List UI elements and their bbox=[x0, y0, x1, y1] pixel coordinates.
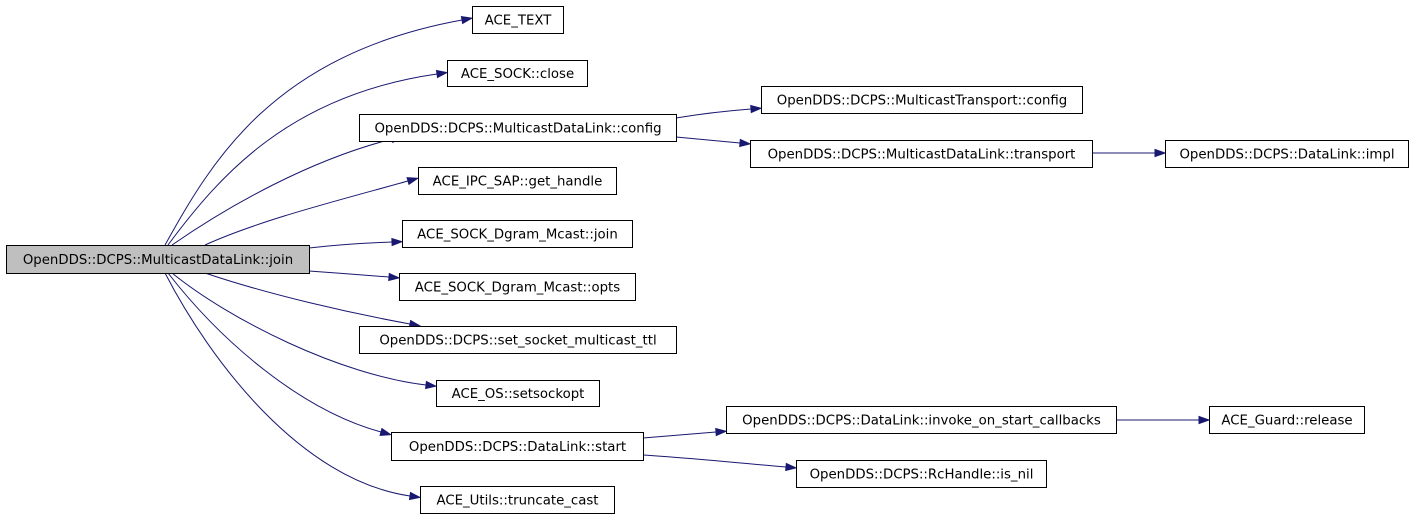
arrowhead-dl_start-to-is_nil bbox=[785, 462, 798, 472]
arrowhead-mdl_config-to-mt_config bbox=[750, 104, 763, 114]
edge-join-to-dl_start bbox=[167, 272, 382, 433]
node-truncate_cast[interactable]: ACE_Utils::truncate_cast bbox=[420, 486, 615, 514]
node-box-sock_close[interactable] bbox=[447, 60, 588, 87]
nodes-layer: OpenDDS::DCPS::MulticastDataLink::joinAC… bbox=[6, 6, 1409, 514]
node-invoke_cb[interactable]: OpenDDS::DCPS::DataLink::invoke_on_start… bbox=[726, 406, 1117, 434]
node-label-get_handle: ACE_IPC_SAP::get_handle bbox=[433, 175, 603, 190]
arrowhead-join-to-ace_text bbox=[460, 15, 474, 25]
edge-join-to-truncate_cast bbox=[164, 272, 411, 497]
edge-dl_start-to-is_nil bbox=[642, 454, 787, 468]
edge-join-to-get_handle bbox=[204, 180, 409, 246]
edge-mdl_config-to-mdl_transport bbox=[675, 136, 741, 144]
node-set_ttl[interactable]: OpenDDS::DCPS::set_socket_multicast_ttl bbox=[359, 326, 677, 354]
node-label-setsockopt: ACE_OS::setsockopt bbox=[452, 387, 585, 402]
arrowhead-join-to-mcast_join bbox=[391, 237, 404, 247]
edge-dl_start-to-invoke_cb bbox=[642, 431, 717, 439]
node-label-mdl_transport: OpenDDS::DCPS::MulticastDataLink::transp… bbox=[768, 148, 1076, 163]
node-box-dl_impl[interactable] bbox=[1165, 140, 1409, 168]
edge-join-to-mcast_opts bbox=[308, 270, 390, 278]
edge-mdl_config-to-mt_config bbox=[675, 108, 752, 119]
node-label-mt_config: OpenDDS::DCPS::MulticastTransport::confi… bbox=[777, 94, 1067, 109]
edge-join-to-ace_text bbox=[164, 19, 463, 246]
node-box-get_handle[interactable] bbox=[418, 167, 617, 195]
node-box-ace_text[interactable] bbox=[472, 6, 564, 34]
arrowhead-join-to-mcast_opts bbox=[388, 272, 401, 282]
node-box-mt_config[interactable] bbox=[761, 86, 1083, 114]
node-label-is_nil: OpenDDS::DCPS::RcHandle::is_nil bbox=[810, 468, 1034, 483]
node-mcast_opts[interactable]: ACE_SOCK_Dgram_Mcast::opts bbox=[399, 273, 636, 301]
node-label-sock_close: ACE_SOCK::close bbox=[461, 67, 574, 82]
arrowhead-join-to-sock_close bbox=[435, 69, 449, 79]
node-label-dl_impl: OpenDDS::DCPS::DataLink::impl bbox=[1179, 148, 1394, 163]
arrowhead-join-to-get_handle bbox=[406, 177, 420, 186]
arrowhead-dl_start-to-invoke_cb bbox=[715, 427, 728, 437]
node-mcast_join[interactable]: ACE_SOCK_Dgram_Mcast::join bbox=[402, 220, 633, 248]
node-box-setsockopt[interactable] bbox=[436, 380, 600, 407]
node-label-join: OpenDDS::DCPS::MulticastDataLink::join bbox=[23, 253, 293, 268]
node-label-ace_text: ACE_TEXT bbox=[485, 14, 553, 29]
node-guard_release[interactable]: ACE_Guard::release bbox=[1209, 406, 1365, 434]
node-label-mdl_config: OpenDDS::DCPS::MulticastDataLink::config bbox=[374, 122, 661, 137]
node-label-invoke_cb: OpenDDS::DCPS::DataLink::invoke_on_start… bbox=[742, 414, 1101, 429]
node-box-mdl_transport[interactable] bbox=[750, 140, 1093, 168]
node-mt_config[interactable]: OpenDDS::DCPS::MulticastTransport::confi… bbox=[761, 86, 1083, 114]
node-label-mcast_opts: ACE_SOCK_Dgram_Mcast::opts bbox=[415, 281, 620, 296]
node-mdl_config[interactable]: OpenDDS::DCPS::MulticastDataLink::config bbox=[359, 114, 677, 142]
node-box-set_ttl[interactable] bbox=[359, 326, 677, 354]
edges-layer bbox=[164, 15, 1211, 501]
node-label-truncate_cast: ACE_Utils::truncate_cast bbox=[436, 494, 598, 509]
node-mdl_transport[interactable]: OpenDDS::DCPS::MulticastDataLink::transp… bbox=[750, 140, 1093, 168]
node-box-mcast_opts[interactable] bbox=[399, 273, 636, 301]
arrowhead-mdl_config-to-mdl_transport bbox=[739, 138, 752, 148]
node-label-guard_release: ACE_Guard::release bbox=[1221, 414, 1352, 429]
node-label-set_ttl: OpenDDS::DCPS::set_socket_multicast_ttl bbox=[379, 334, 656, 349]
edge-join-to-set_ttl bbox=[204, 272, 411, 325]
node-box-dl_start[interactable] bbox=[391, 432, 644, 461]
node-box-is_nil[interactable] bbox=[796, 460, 1047, 488]
node-box-join[interactable] bbox=[6, 245, 310, 274]
node-ace_text[interactable]: ACE_TEXT bbox=[472, 6, 564, 34]
node-box-mcast_join[interactable] bbox=[402, 220, 633, 248]
edge-join-to-setsockopt bbox=[171, 272, 427, 386]
edge-join-to-mdl_config bbox=[171, 138, 393, 246]
node-label-mcast_join: ACE_SOCK_Dgram_Mcast::join bbox=[417, 228, 618, 243]
node-box-mdl_config[interactable] bbox=[359, 114, 677, 142]
arrowhead-invoke_cb-to-guard_release bbox=[1198, 415, 1211, 425]
edge-join-to-sock_close bbox=[167, 73, 438, 246]
node-box-invoke_cb[interactable] bbox=[726, 406, 1117, 434]
node-dl_impl[interactable]: OpenDDS::DCPS::DataLink::impl bbox=[1165, 140, 1409, 168]
arrowhead-join-to-truncate_cast bbox=[408, 491, 422, 501]
arrowhead-join-to-setsockopt bbox=[425, 380, 438, 390]
node-get_handle[interactable]: ACE_IPC_SAP::get_handle bbox=[418, 167, 617, 195]
node-box-guard_release[interactable] bbox=[1209, 406, 1365, 434]
edge-join-to-mcast_join bbox=[308, 241, 393, 249]
node-setsockopt[interactable]: ACE_OS::setsockopt bbox=[436, 380, 600, 407]
node-join[interactable]: OpenDDS::DCPS::MulticastDataLink::join bbox=[6, 245, 310, 274]
node-box-truncate_cast[interactable] bbox=[420, 486, 615, 514]
arrowhead-join-to-dl_start bbox=[379, 427, 393, 436]
node-is_nil[interactable]: OpenDDS::DCPS::RcHandle::is_nil bbox=[796, 460, 1047, 488]
node-label-dl_start: OpenDDS::DCPS::DataLink::start bbox=[409, 440, 626, 455]
arrowhead-mdl_transport-to-dl_impl bbox=[1154, 148, 1167, 158]
node-sock_close[interactable]: ACE_SOCK::close bbox=[447, 60, 588, 87]
node-dl_start[interactable]: OpenDDS::DCPS::DataLink::start bbox=[391, 432, 644, 461]
